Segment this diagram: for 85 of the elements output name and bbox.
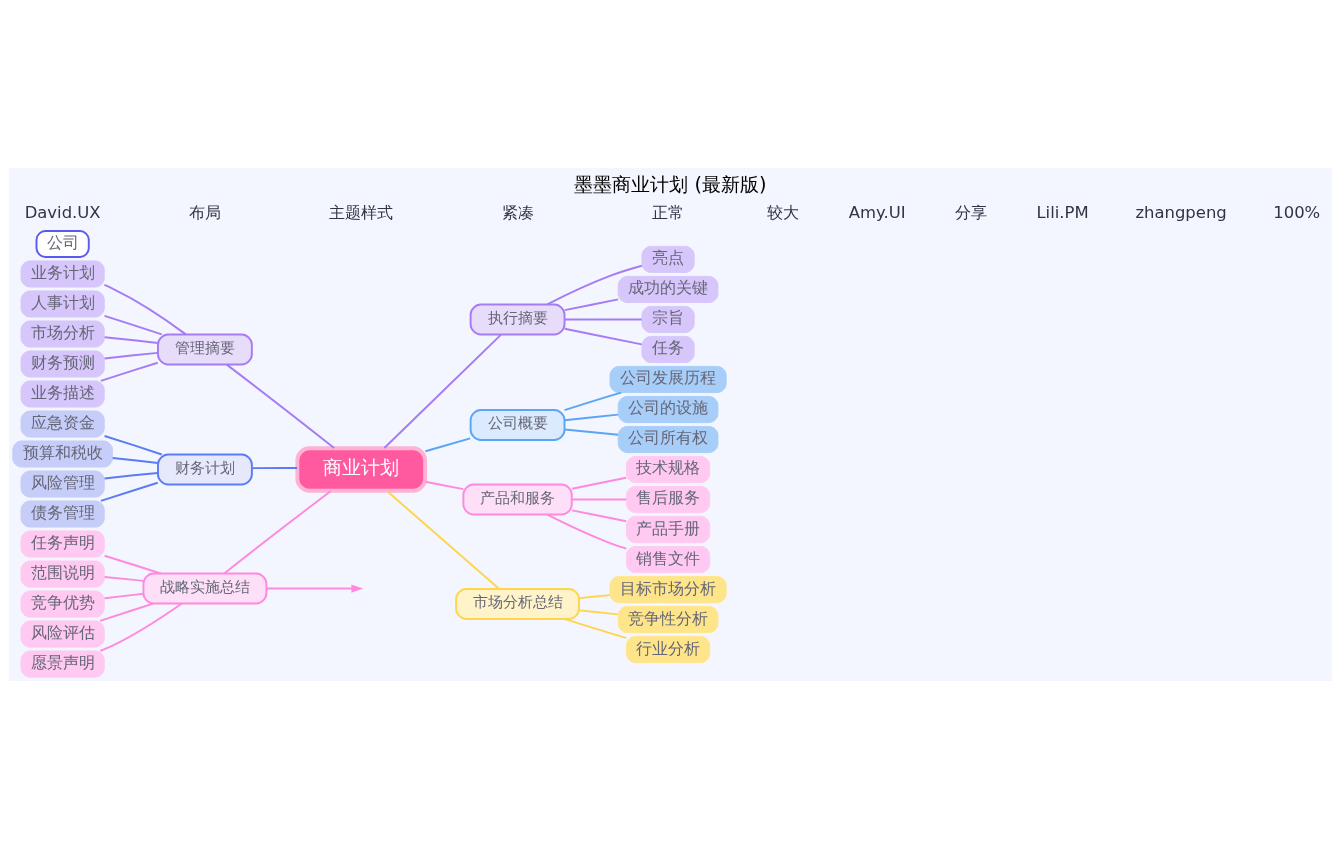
connector xyxy=(103,434,163,455)
node-box: 销售文件 xyxy=(625,545,711,573)
node-box: 市场分析 xyxy=(20,319,105,348)
connector xyxy=(99,602,155,622)
node-box: 风险评估 xyxy=(20,620,105,648)
connector xyxy=(578,608,619,615)
connector xyxy=(111,456,159,464)
connector xyxy=(571,476,628,490)
node-box: 公司发展历程 xyxy=(609,365,727,393)
connector xyxy=(578,593,611,599)
node-box: 预算和税收 xyxy=(12,439,113,468)
node-box: 范围说明 xyxy=(20,560,105,588)
node-box: 售后服务 xyxy=(625,485,711,513)
connector xyxy=(424,436,472,452)
connector xyxy=(103,283,187,335)
node-box: 执行摘要 xyxy=(469,303,566,335)
node-box: 财务计划 xyxy=(157,453,253,485)
connector xyxy=(103,575,145,582)
node-box: 亮点 xyxy=(641,245,695,273)
label: Lili.PM xyxy=(1036,202,1089,222)
label: 主题样式 xyxy=(329,202,394,222)
connector xyxy=(225,363,336,449)
label: 布局 xyxy=(188,202,221,222)
label: David.UX xyxy=(24,202,101,222)
connector xyxy=(571,498,628,500)
node-box: 应急资金 xyxy=(20,409,105,438)
node-box: 商业计划 xyxy=(295,445,428,493)
node-box: 产品手册 xyxy=(625,515,711,543)
connector xyxy=(251,466,299,469)
label: 正常 xyxy=(652,202,685,222)
node-box: 公司的设施 xyxy=(617,395,719,423)
connector xyxy=(546,264,643,305)
node-box: 技术规格 xyxy=(625,455,711,483)
node-box: 公司概要 xyxy=(469,408,566,441)
connector xyxy=(563,413,620,421)
node-box: 宗旨 xyxy=(641,305,695,333)
node-box: 成功的关键 xyxy=(617,275,719,303)
label: Amy.UI xyxy=(848,202,906,222)
connector xyxy=(383,333,503,449)
connector xyxy=(223,489,332,574)
connector xyxy=(99,602,183,652)
connector xyxy=(571,508,628,522)
connector xyxy=(563,428,620,436)
label: 100% xyxy=(1273,202,1321,222)
connector xyxy=(563,297,620,311)
node-box: 任务声明 xyxy=(20,530,105,558)
connector xyxy=(563,327,643,345)
arrow xyxy=(265,584,364,593)
connector xyxy=(103,351,159,359)
connector xyxy=(546,513,628,550)
node-box: 债务管理 xyxy=(20,500,105,528)
connector xyxy=(424,480,465,490)
connector xyxy=(564,617,628,639)
diagram-title: 墨墨商业计划 (最新版) xyxy=(574,172,767,196)
connector xyxy=(99,361,159,382)
node-box: 竞争优势 xyxy=(20,590,105,618)
node-box: 业务描述 xyxy=(20,379,105,408)
node-box: 目标市场分析 xyxy=(609,575,727,603)
label: 紧凑 xyxy=(501,202,534,222)
node-box: 愿景声明 xyxy=(20,650,105,678)
node-box: 任务 xyxy=(641,335,695,363)
connector xyxy=(103,314,163,335)
label: 分享 xyxy=(955,202,988,222)
connector xyxy=(103,471,159,479)
connector xyxy=(99,481,159,502)
node-box: 战略实施总结 xyxy=(142,572,268,605)
node-box: 风险管理 xyxy=(20,469,105,498)
connector xyxy=(563,391,623,411)
node-box: 行业分析 xyxy=(625,635,711,663)
label: zhangpeng xyxy=(1135,202,1227,222)
node-box: 竞争性分析 xyxy=(617,605,719,633)
node-box: 业务计划 xyxy=(20,259,105,288)
node-box: 公司所有权 xyxy=(617,425,719,453)
node-box: 管理摘要 xyxy=(157,333,253,365)
label: 较大 xyxy=(767,202,800,222)
connector xyxy=(103,592,145,599)
connector xyxy=(385,489,500,590)
node-box: 人事计划 xyxy=(20,289,105,318)
connector xyxy=(563,318,643,320)
node-box: 公司 xyxy=(35,229,90,258)
connector xyxy=(103,335,159,344)
node-box: 市场分析总结 xyxy=(455,587,580,620)
connector xyxy=(103,554,162,574)
node-box: 产品和服务 xyxy=(462,483,573,515)
node-box: 财务预测 xyxy=(20,349,105,378)
